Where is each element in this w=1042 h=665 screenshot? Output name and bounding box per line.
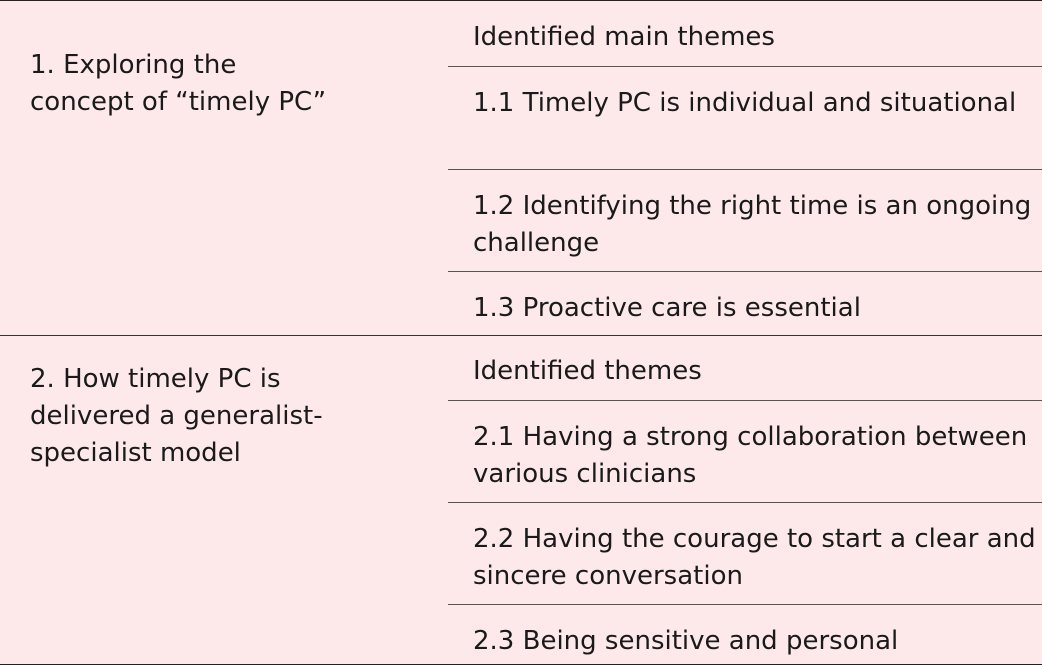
concept-cell: 2. How timely PC is delivered a generali…: [30, 364, 323, 468]
themes-header-cell: Identified main themes: [473, 22, 775, 52]
theme-cell: 2.3 Being sensitive and personal: [448, 604, 1042, 660]
table-group-2: 2. How timely PC is delivered a generali…: [0, 335, 1042, 665]
theme-cell: 1.1 Timely PC is individual and situatio…: [448, 66, 1042, 122]
theme-cell: 1.3 Proactive care is essential: [448, 271, 1042, 327]
theme-cell: 2.1 Having a strong collaboration betwee…: [448, 400, 1042, 493]
theme-cell: 1.2 Identifying the right time is an ong…: [448, 169, 1042, 262]
themes-header-cell: Identified themes: [473, 356, 702, 386]
concept-cell: 1. Exploring the concept of “timely PC”: [30, 50, 327, 117]
table-group-1: 1. Exploring the concept of “timely PC” …: [0, 1, 1042, 335]
theme-cell: 2.2 Having the courage to start a clear …: [448, 502, 1042, 595]
